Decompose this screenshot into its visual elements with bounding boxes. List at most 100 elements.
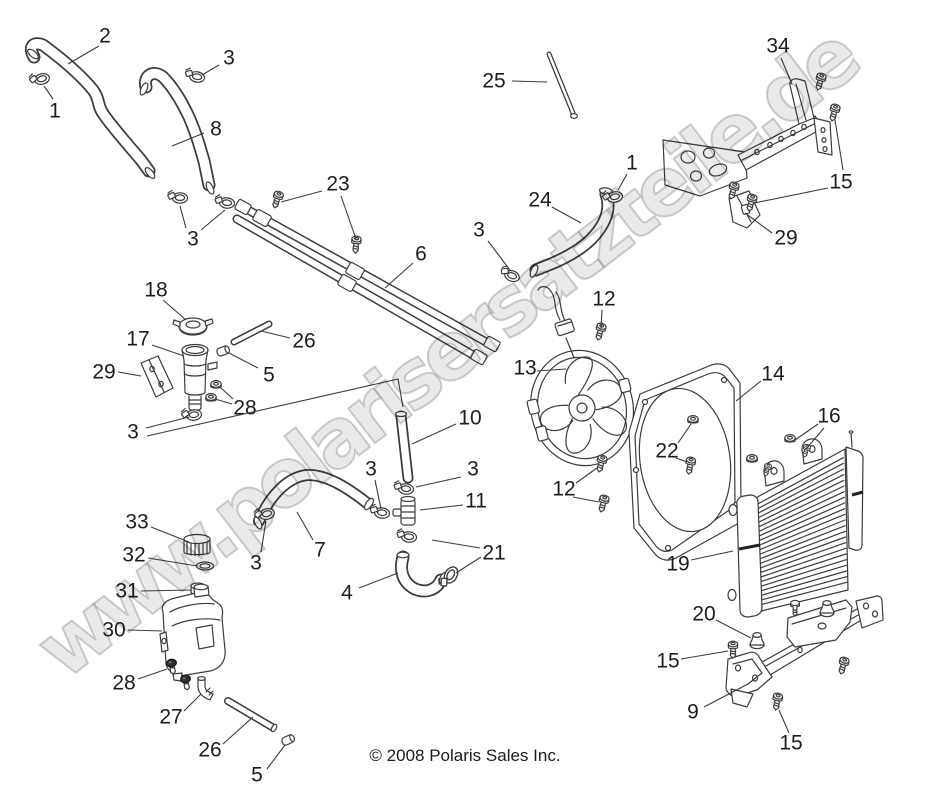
- callout-leader-17: [151, 344, 185, 357]
- nut-icon: [784, 434, 796, 443]
- outlet-hose-24: [529, 187, 615, 278]
- callout-3: 3: [127, 421, 139, 444]
- nut-icon: [205, 393, 217, 402]
- callout-leader-28: [219, 386, 234, 400]
- callout-leader-28: [137, 668, 168, 680]
- fan-wire-connector: [537, 286, 575, 359]
- callout-29: 29: [92, 361, 115, 384]
- coolant-tubes-6: [232, 198, 501, 366]
- callout-3: 3: [250, 552, 262, 575]
- elbow-hose-4: [395, 550, 448, 598]
- callout-26: 26: [198, 739, 221, 762]
- callout-leader-22: [675, 457, 688, 463]
- callout-leader-3: [201, 64, 220, 76]
- bypass-hose-8: [139, 67, 216, 195]
- callout-13: 13: [513, 357, 536, 380]
- callout-leader-30: [127, 629, 163, 632]
- callout-leader-6: [384, 262, 414, 289]
- callout-leader-31: [140, 589, 193, 592]
- callout-leader-34: [780, 57, 793, 85]
- bolt-icon: [826, 102, 842, 123]
- callout-leader-33: [150, 526, 190, 543]
- callout-15: 15: [656, 650, 679, 673]
- clamp-icon: [213, 193, 236, 210]
- upper-radiator-hose-2: [24, 37, 156, 179]
- callout-leader-4: [358, 572, 399, 589]
- pressure-cap-18: [172, 317, 214, 336]
- callout-leader-21: [431, 539, 481, 549]
- callout-leader-3: [200, 209, 226, 231]
- callout-leader-3: [146, 378, 404, 437]
- callout-leader-27: [183, 693, 202, 712]
- callout-24: 24: [528, 189, 552, 212]
- lower-mount-bracket-9: [725, 595, 884, 708]
- callout-3: 3: [365, 458, 377, 481]
- callout-34: 34: [766, 35, 790, 58]
- callout-leader-3: [260, 520, 267, 553]
- tube-10: [394, 410, 414, 484]
- fitting-11: [392, 495, 416, 526]
- ferrule-icon: [215, 344, 232, 358]
- fan-shroud-14: [628, 363, 742, 561]
- callout-leader-15: [753, 187, 829, 204]
- bolt-icon: [812, 71, 828, 92]
- callout-layer: 2138233632524134152918172926528313122212…: [43, 25, 853, 787]
- callout-15: 15: [779, 732, 802, 755]
- callout-22: 22: [655, 440, 678, 463]
- callout-leader-29: [117, 371, 142, 377]
- callout-11: 11: [465, 490, 487, 513]
- mounting-bracket-34: [662, 78, 833, 197]
- clamp-icon: [180, 405, 203, 423]
- callout-28: 28: [233, 397, 256, 420]
- callout-23: 23: [326, 173, 349, 196]
- nut-icon: [746, 454, 758, 463]
- callout-31: 31: [115, 580, 138, 603]
- callout-leader-12: [575, 467, 598, 484]
- callout-leader-13: [536, 368, 567, 372]
- callout-9: 9: [687, 701, 699, 724]
- callout-leader-8: [171, 132, 205, 147]
- callout-10: 10: [458, 407, 481, 430]
- well-nut-icon: [819, 599, 835, 618]
- callout-18: 18: [144, 279, 167, 302]
- callout-21: 21: [482, 542, 505, 565]
- bolt-icon: [592, 321, 608, 342]
- filler-neck-17: [181, 343, 218, 412]
- callout-6: 6: [415, 243, 427, 266]
- callout-3: 3: [467, 458, 479, 481]
- callout-12: 12: [552, 478, 575, 501]
- callout-2: 2: [99, 25, 111, 48]
- callout-leader-18: [162, 299, 187, 321]
- callout-32: 32: [122, 544, 145, 567]
- callout-28: 28: [112, 672, 135, 695]
- callout-leader-15: [834, 119, 844, 171]
- hose-7: [253, 469, 375, 530]
- callout-leader-3: [487, 240, 511, 271]
- callout-leader-1: [617, 173, 628, 191]
- callout-leader-10: [411, 423, 457, 445]
- radiator-left-tank: [736, 494, 763, 618]
- callout-leader-15: [680, 650, 729, 660]
- clamp-icon: [395, 527, 418, 544]
- callout-16: 16: [817, 405, 840, 428]
- bolt-icon: [835, 655, 851, 676]
- bolt-icon: [770, 691, 784, 712]
- callout-14: 14: [761, 363, 785, 386]
- callout-29: 29: [774, 227, 797, 250]
- callout-leader-5: [228, 352, 259, 369]
- callout-leader-22: [677, 423, 692, 444]
- callout-3: 3: [223, 47, 235, 70]
- callout-leader-3: [374, 479, 382, 510]
- callout-leader-21: [455, 556, 482, 574]
- clamp-icon: [27, 69, 52, 88]
- clamp-icon: [183, 66, 207, 85]
- clamp-icon: [368, 503, 392, 520]
- callout-leader-3: [145, 416, 190, 429]
- callout-7: 7: [314, 539, 326, 562]
- callout-leader-20: [715, 619, 752, 639]
- callout-1: 1: [626, 152, 638, 175]
- callout-leader-25: [511, 80, 548, 83]
- callout-19: 19: [666, 553, 689, 576]
- callout-4: 4: [341, 582, 353, 605]
- callout-leader-23: [280, 190, 323, 203]
